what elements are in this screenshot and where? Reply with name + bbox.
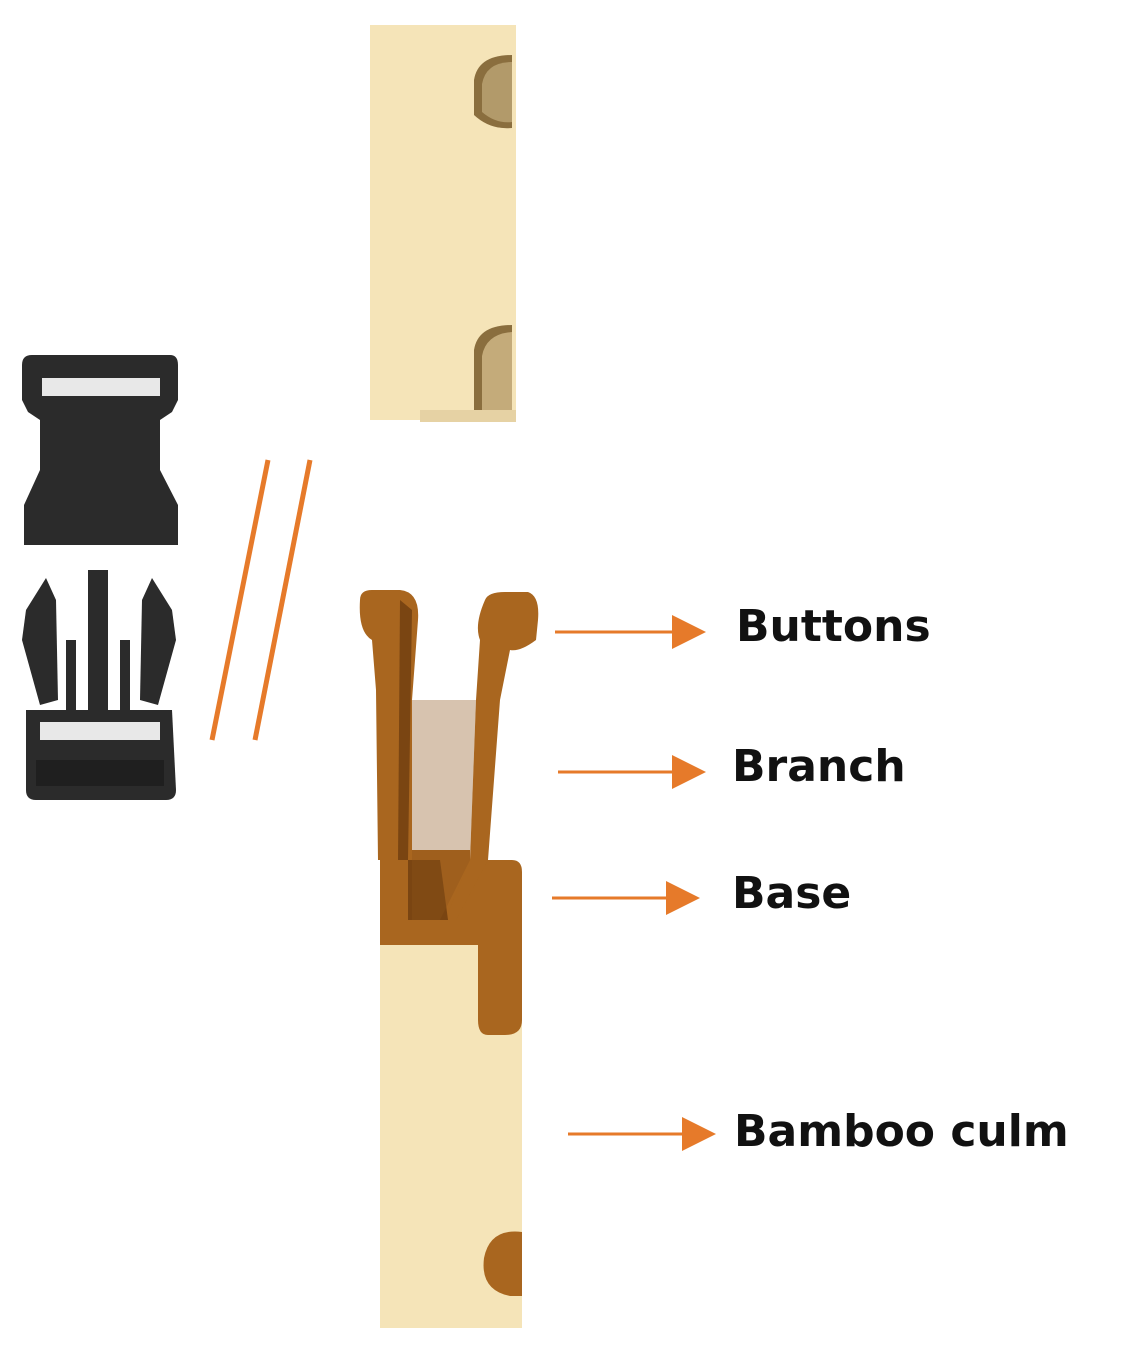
label-buttons: Buttons (736, 601, 931, 652)
label-base: Base (732, 868, 852, 919)
arrow-bamboo-culm (568, 1117, 716, 1151)
label-branch: Branch (732, 741, 906, 792)
arrow-buttons (555, 615, 706, 649)
buckle-male-part (22, 570, 176, 800)
arrow-branch (558, 755, 706, 789)
arrow-base (552, 881, 700, 915)
connector (359, 590, 539, 1035)
upper-bamboo-piece (370, 25, 516, 422)
label-bamboo-culm: Bamboo culm (734, 1106, 1069, 1157)
buckle-female-part (22, 355, 178, 545)
separator-line-2 (252, 459, 313, 741)
separator-line-1 (209, 459, 271, 741)
